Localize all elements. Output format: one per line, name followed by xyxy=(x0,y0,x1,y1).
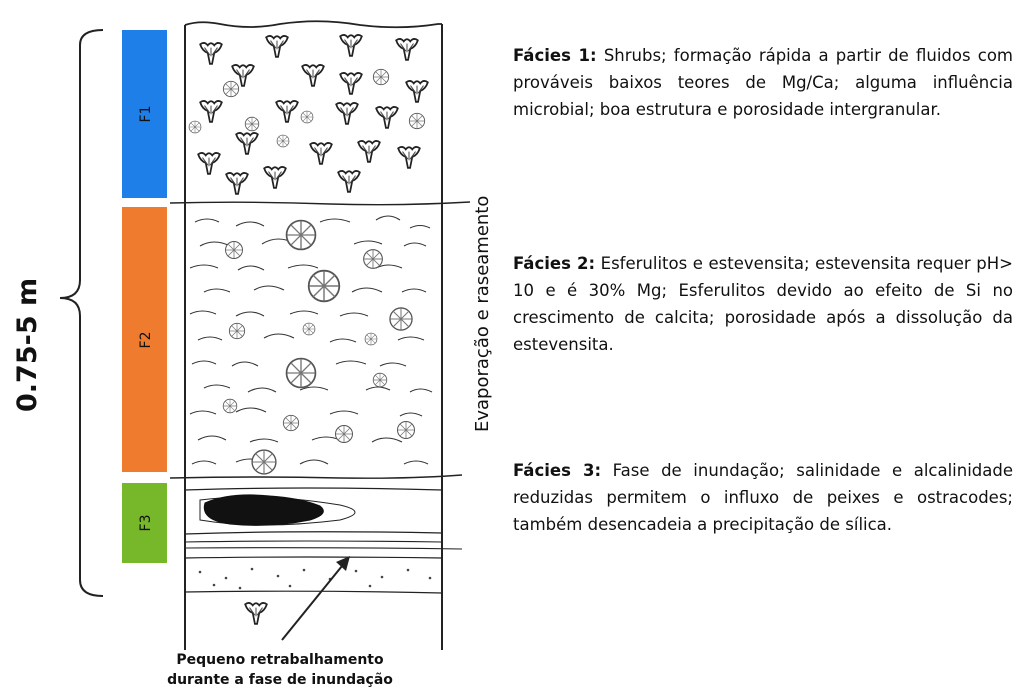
facies-3-text: Fase de inundação; salinidade e alcalini… xyxy=(513,461,1014,534)
facies-bars: F1 F2 F3 xyxy=(122,30,167,563)
spherulites-f2 xyxy=(222,219,415,475)
facies-bar-f2 xyxy=(122,207,167,472)
facies-2-text: Esferulitos e estevensita; estevensita r… xyxy=(513,254,1014,354)
facies-3-description: Fácies 3: Fase de inundação; salinidade … xyxy=(513,457,1013,538)
facies-2-description: Fácies 2: Esferulitos e estevensita; est… xyxy=(513,250,1013,358)
caption-line-2: durante a fase de inundação xyxy=(167,672,393,688)
stratigraphic-column xyxy=(169,20,471,650)
thickness-label: 0.75-5 m xyxy=(12,277,43,412)
boundary-f1-f2 xyxy=(169,201,471,206)
spherulite-texture-f2 xyxy=(189,215,433,465)
facies-bar-f1 xyxy=(122,30,167,198)
facies-1-text: Shrubs; formação rápida a partir de flui… xyxy=(513,46,1013,119)
caption-line-1: Pequeno retrabalhamento xyxy=(176,652,384,668)
facies-bar-f3 xyxy=(122,483,167,563)
sandy-layer-dots xyxy=(198,567,432,590)
shrub-texture-f1 xyxy=(188,34,429,195)
thickness-brace xyxy=(59,29,104,597)
chert-nodule xyxy=(203,494,324,526)
reworking-caption: Pequeno retrabalhamento durante a fase d… xyxy=(140,650,420,690)
evaporation-trend-label: Evaporação e raseamento xyxy=(472,195,493,432)
facies-1-description: Fácies 1: Shrubs; formação rápida a part… xyxy=(513,42,1013,123)
facies-1-title: Fácies 1: xyxy=(513,46,597,65)
facies-code-f1: F1 xyxy=(138,106,154,123)
facies-2-title: Fácies 2: xyxy=(513,254,596,273)
boundary-f2-f3 xyxy=(169,474,463,479)
facies-code-f3: F3 xyxy=(138,515,154,532)
facies-3-title: Fácies 3: xyxy=(513,461,602,480)
reworking-arrow xyxy=(281,556,350,641)
facies-code-f2: F2 xyxy=(138,332,154,349)
